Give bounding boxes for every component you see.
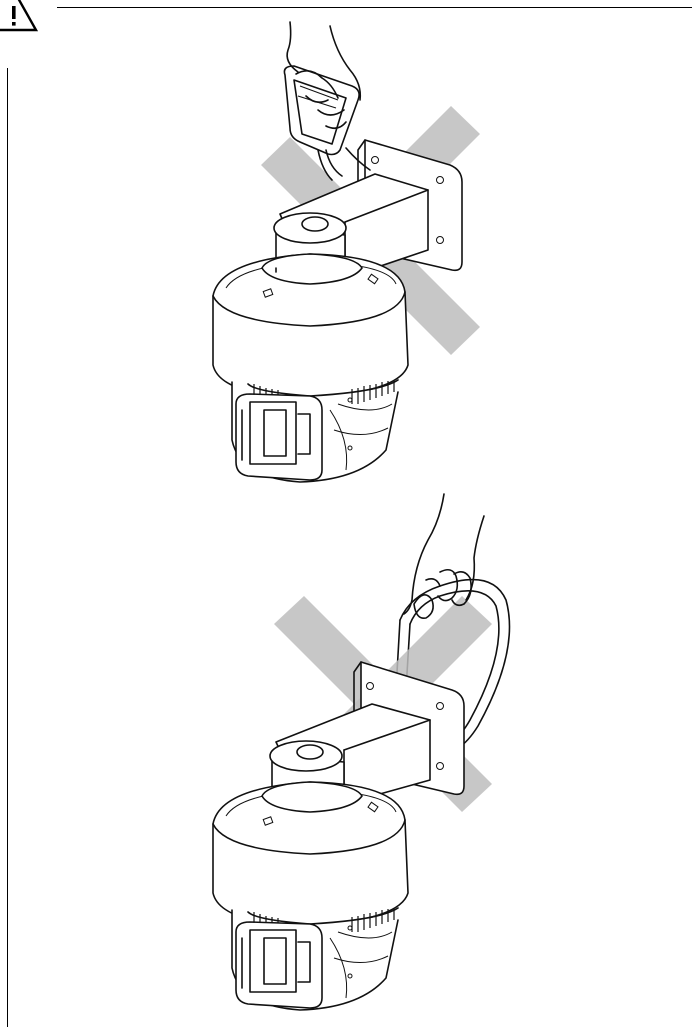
lifting-handle — [283, 65, 371, 181]
hand-illustration — [286, 21, 362, 130]
warning-triangle-icon — [0, 0, 39, 32]
header-rule — [57, 7, 692, 8]
camera-dome-housing — [212, 781, 409, 1011]
figure-cable-lift — [212, 493, 511, 1011]
camera-dome-housing — [212, 253, 409, 483]
hand-illustration — [403, 493, 485, 620]
figure-handle-lift — [212, 21, 480, 483]
margin-rule — [7, 68, 8, 1027]
